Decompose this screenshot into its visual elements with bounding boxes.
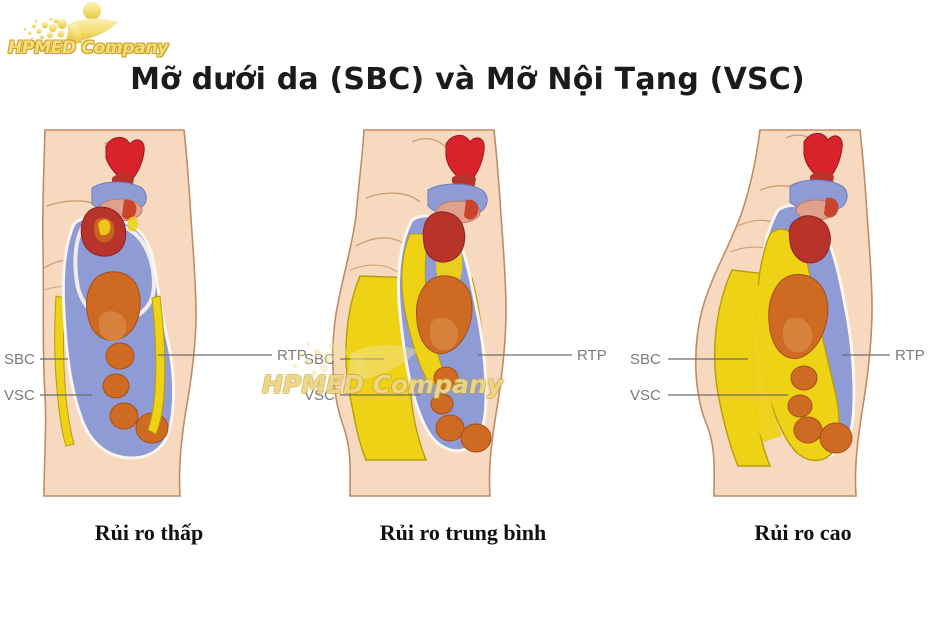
- label-sbc: SBC: [4, 351, 35, 368]
- figure-low-risk: SBC VSC RTP: [0, 128, 310, 498]
- caption-medium-risk: Rủi ro trung bình: [379, 520, 547, 545]
- upper-organ: [122, 199, 137, 220]
- bowel-loop: [460, 423, 492, 453]
- intestine-highlight: [98, 311, 127, 342]
- label-vsc: VSC: [304, 387, 335, 404]
- intestine-highlight: [783, 317, 812, 353]
- brand-logo: HPMED Company: [6, 2, 169, 64]
- liver-organ: [788, 215, 831, 264]
- label-rtp: RTP: [895, 347, 925, 364]
- upper-organ: [464, 199, 479, 220]
- label-vsc: VSC: [4, 387, 35, 404]
- bowel-loop: [433, 366, 459, 390]
- retroperitoneal-fat: [147, 295, 166, 435]
- bowel-loop: [102, 373, 130, 399]
- figure-medium-risk: SBC VSC RTP: [300, 128, 610, 498]
- subcutaneous-fat-layer: [54, 295, 75, 447]
- caption-low-risk: Rủi ro thấp: [94, 520, 204, 545]
- fat-speck: [98, 219, 111, 236]
- intestine-highlight: [429, 317, 458, 351]
- bowel-loop: [793, 416, 823, 444]
- bowel-loop: [109, 402, 139, 430]
- label-sbc: SBC: [630, 351, 661, 368]
- skin-crease: [349, 264, 401, 275]
- visceral-fat-anterior: [742, 284, 782, 442]
- figure-high-risk: SBC VSC RTP: [620, 128, 930, 498]
- fat-speck: [128, 216, 138, 232]
- label-sbc: SBC: [304, 351, 335, 368]
- label-rtp: RTP: [577, 347, 607, 364]
- skin-crease: [411, 138, 447, 149]
- page-title: Mỡ dưới da (SBC) và Mỡ Nội Tạng (VSC): [130, 62, 805, 97]
- skin-crease: [365, 192, 421, 203]
- bowel-loop: [430, 393, 454, 415]
- bowel-loop: [790, 365, 818, 391]
- person-with-dots-logo-icon: [23, 2, 118, 43]
- figure-row: SBC VSC RTP: [0, 128, 935, 498]
- bowel-loop: [435, 414, 465, 442]
- label-rtp: RTP: [277, 347, 307, 364]
- logo-wordmark: HPMED Company: [8, 38, 169, 58]
- liver-organ: [422, 211, 466, 263]
- caption-high-risk: Rủi ro cao: [754, 520, 852, 545]
- bowel-loop: [819, 422, 853, 454]
- bowel-loop: [105, 342, 135, 370]
- upper-organ: [824, 197, 839, 218]
- bowel-loop: [787, 394, 813, 418]
- label-vsc: VSC: [630, 387, 661, 404]
- fascia-outline: [73, 219, 157, 323]
